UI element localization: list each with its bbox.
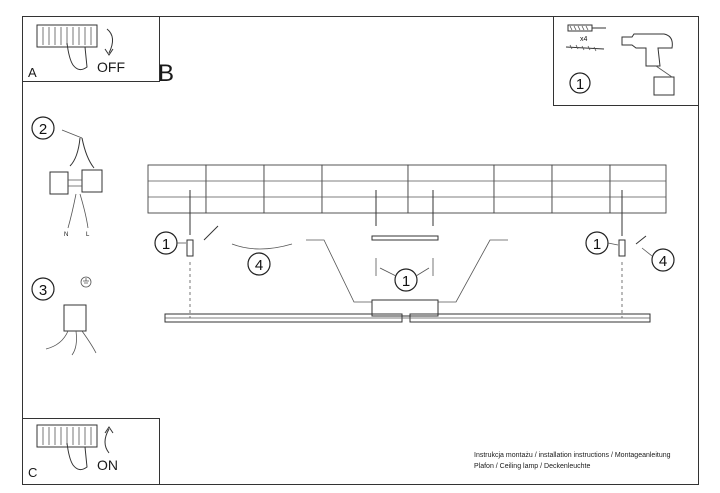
mounting-bracket <box>371 235 439 241</box>
ground-terminal <box>63 304 87 332</box>
fuse-box-off-illustration <box>36 24 114 71</box>
left-suspension <box>186 190 219 318</box>
terminal-block-left <box>49 171 69 195</box>
arrow-down-icon <box>106 28 113 54</box>
plug-left <box>186 239 194 257</box>
callout-center-1: 1 <box>402 273 410 290</box>
tools-illustration: x4 1 <box>565 24 675 96</box>
step-2-number: 2 <box>39 121 47 138</box>
tools-box: x4 1 <box>553 16 699 106</box>
tools-step-number: 1 <box>576 76 584 93</box>
section-a-label: A <box>28 65 37 80</box>
section-c-label: C <box>28 465 38 480</box>
callout-left-1: 1 <box>162 236 170 253</box>
callout-left-4: 4 <box>255 257 263 274</box>
wire-n-label: N <box>64 232 68 238</box>
quantity-label: x4 <box>580 36 588 43</box>
footer-line-1: Instrukcja montażu / installation instru… <box>474 452 671 459</box>
callout-right-1: 1 <box>593 236 601 253</box>
step-3-number: 3 <box>39 282 47 299</box>
dash-lines <box>231 243 293 250</box>
right-suspension <box>618 190 647 318</box>
hand-icon <box>66 442 88 471</box>
step-c-box: C ON <box>22 418 160 485</box>
wall-plug-icon <box>567 24 606 32</box>
drill-icon <box>621 33 675 96</box>
hand-icon <box>66 42 88 71</box>
lamp-bar <box>164 313 651 323</box>
wiring-illustration: 2 N L 3 <box>31 116 103 356</box>
switch-off-label: OFF <box>97 59 125 75</box>
terminal-block-right <box>81 169 103 193</box>
callout-right-4: 4 <box>659 253 667 270</box>
step-a-box: A OFF <box>22 16 160 82</box>
sheet-frame <box>22 16 699 485</box>
center-mount <box>306 190 508 317</box>
fuse-box-on-illustration <box>36 424 114 471</box>
arrow-up-icon <box>104 428 110 454</box>
screw-icon <box>565 44 605 52</box>
wire-l-label: L <box>86 232 90 238</box>
ground-icon <box>80 276 92 288</box>
section-b-label: B <box>158 60 175 87</box>
plug-right <box>618 239 626 257</box>
footer-line-2: Plafon / Ceiling lamp / Deckenleuchte <box>474 463 591 470</box>
canopy <box>371 299 439 317</box>
switch-on-label: ON <box>97 457 118 473</box>
ceiling-panels <box>147 164 667 214</box>
